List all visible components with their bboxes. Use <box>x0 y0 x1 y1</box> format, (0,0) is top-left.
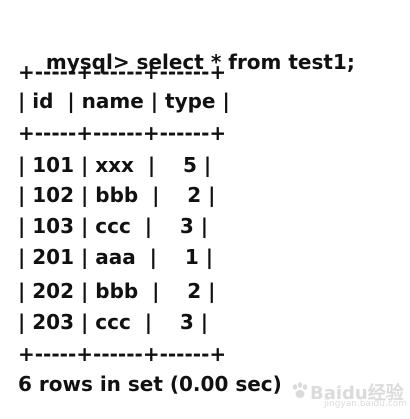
baidu-watermark: Baidu经验 jingyan.baidu.com <box>290 379 407 413</box>
table-row: | 101 | xxx | 5 | <box>18 153 212 177</box>
table-row: | 102 | bbb | 2 | <box>18 183 216 207</box>
paw-icon <box>292 382 308 398</box>
table-border-bottom: +-----+------+------+ <box>18 342 227 366</box>
watermark-url: jingyan.baidu.com <box>324 399 408 409</box>
sql-command: select * from test1; <box>136 50 355 74</box>
table-row: | 203 | ccc | 3 | <box>18 310 209 334</box>
watermark-brand: Baidu经验 <box>310 383 404 404</box>
table-row: | 201 | aaa | 1 | <box>18 245 213 269</box>
table-row: | 103 | ccc | 3 | <box>18 214 209 238</box>
table-border-top: +-----+------+------+ <box>18 60 227 84</box>
result-summary: 6 rows in set (0.00 sec) <box>18 372 282 396</box>
table-border-header: +-----+------+------+ <box>18 121 227 145</box>
mysql-prompt: mysql> <box>45 50 130 74</box>
table-header-row: | id | name | type | <box>18 89 230 113</box>
table-row: | 202 | bbb | 2 | <box>18 279 216 303</box>
command-line: mysql> select * from test1; <box>18 26 355 74</box>
